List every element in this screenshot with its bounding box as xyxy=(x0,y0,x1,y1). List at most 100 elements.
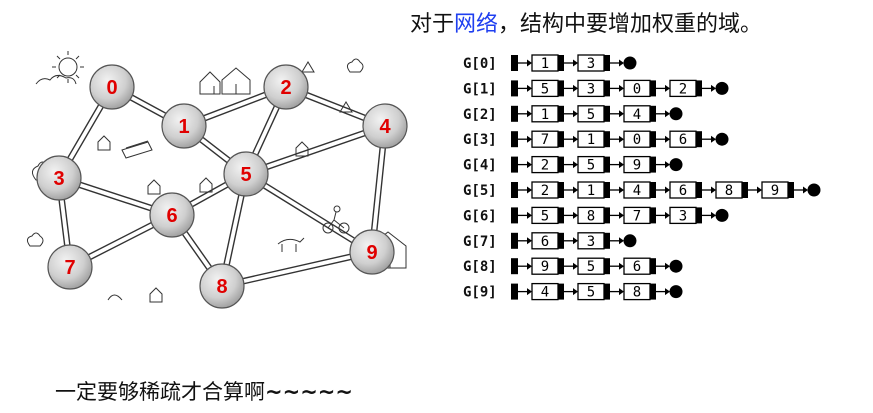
null-terminator-icon xyxy=(669,158,683,172)
graph-node-2: 2 xyxy=(263,64,309,110)
next-pointer xyxy=(558,80,564,97)
list-node: 1 xyxy=(531,54,564,72)
list-node-value: 6 xyxy=(679,132,687,148)
arrow-icon xyxy=(518,288,532,296)
row-head-label: G[2] xyxy=(463,107,497,123)
arrow-icon xyxy=(702,135,716,143)
head-pointer xyxy=(511,131,518,148)
next-pointer xyxy=(558,207,564,224)
next-pointer xyxy=(696,80,702,97)
list-node: 3 xyxy=(577,79,610,97)
graph-node-label: 3 xyxy=(53,168,64,190)
list-node: 9 xyxy=(531,257,564,275)
next-pointer xyxy=(604,80,610,97)
row-head-label: G[6] xyxy=(463,208,497,224)
next-pointer xyxy=(558,105,564,122)
list-node: 5 xyxy=(577,155,610,174)
arrow-icon xyxy=(518,186,532,194)
list-node-value: 6 xyxy=(679,183,687,199)
next-pointer xyxy=(650,105,656,122)
next-pointer xyxy=(558,258,564,275)
head-pointer xyxy=(511,283,518,300)
list-node: 5 xyxy=(531,206,564,224)
list-node: 6 xyxy=(531,232,564,250)
list-node: 8 xyxy=(715,181,748,199)
next-pointer xyxy=(558,232,564,249)
arrow-icon xyxy=(564,237,578,245)
arrow-icon xyxy=(518,262,532,270)
null-terminator-icon xyxy=(807,183,821,197)
arrow-icon xyxy=(610,59,624,67)
arrow-icon xyxy=(610,84,624,92)
list-node-value: 4 xyxy=(633,183,641,199)
next-pointer xyxy=(696,207,702,224)
null-terminator-icon xyxy=(715,208,729,222)
list-node-value: 0 xyxy=(633,132,641,148)
next-pointer xyxy=(742,182,748,198)
arrow-icon xyxy=(702,84,716,92)
next-pointer xyxy=(558,182,564,198)
next-pointer xyxy=(604,207,610,224)
list-node-value: 4 xyxy=(633,107,641,123)
list-node-value: 2 xyxy=(679,81,687,97)
arrow-icon xyxy=(702,211,716,219)
arrow-icon xyxy=(518,84,532,92)
list-node: 8 xyxy=(577,206,610,224)
list-node-value: 1 xyxy=(587,132,595,148)
list-node-value: 5 xyxy=(541,208,549,224)
list-node: 0 xyxy=(623,79,656,97)
list-node: 6 xyxy=(669,130,702,148)
list-node-value: 3 xyxy=(679,208,687,224)
graph-node-label: 1 xyxy=(178,116,189,138)
village-icon xyxy=(199,67,251,95)
list-node-value: 9 xyxy=(541,259,549,275)
arrow-icon xyxy=(518,211,532,219)
list-node-value: 1 xyxy=(541,107,549,123)
head-pointer xyxy=(511,232,518,249)
title-highlight-network: 网络 xyxy=(454,12,499,37)
list-node-value: 1 xyxy=(587,183,595,199)
list-node-value: 6 xyxy=(541,234,549,250)
next-pointer xyxy=(604,105,610,122)
list-node: 0 xyxy=(623,130,656,148)
head-pointer xyxy=(511,105,518,122)
next-pointer xyxy=(650,207,656,224)
head-pointer xyxy=(511,207,518,224)
next-pointer xyxy=(650,182,656,198)
arrow-icon xyxy=(610,161,624,169)
list-node-value: 0 xyxy=(633,81,641,97)
list-node-value: 8 xyxy=(725,183,733,199)
graph-node-6: 6 xyxy=(149,192,195,238)
slide-title: 对于网络，结构中要增加权重的域。 xyxy=(410,6,762,38)
list-node: 9 xyxy=(761,181,794,199)
head-pointer xyxy=(511,258,518,275)
arrow-icon xyxy=(518,110,532,118)
row-head-label: G[5] xyxy=(463,183,497,199)
arrow-icon xyxy=(564,262,578,270)
list-node: 2 xyxy=(669,79,702,97)
arrow-icon xyxy=(564,135,578,143)
null-terminator-icon xyxy=(715,81,729,95)
next-pointer xyxy=(604,283,610,300)
arrow-icon xyxy=(656,288,670,296)
list-node: 2 xyxy=(531,181,564,199)
null-terminator-icon xyxy=(715,132,729,146)
next-pointer xyxy=(558,131,564,148)
arrow-icon xyxy=(610,288,624,296)
graph-node-label: 5 xyxy=(240,164,251,186)
head-pointer xyxy=(511,182,518,198)
row-head-label: G[4] xyxy=(463,158,497,174)
arrow-icon xyxy=(610,186,624,194)
arrow-icon xyxy=(564,186,578,194)
arrow-icon xyxy=(564,211,578,219)
graph-node-3: 3 xyxy=(36,155,82,201)
next-pointer xyxy=(650,156,656,173)
list-node-value: 2 xyxy=(541,183,549,199)
arrow-icon xyxy=(564,161,578,169)
list-node-value: 3 xyxy=(587,81,595,97)
